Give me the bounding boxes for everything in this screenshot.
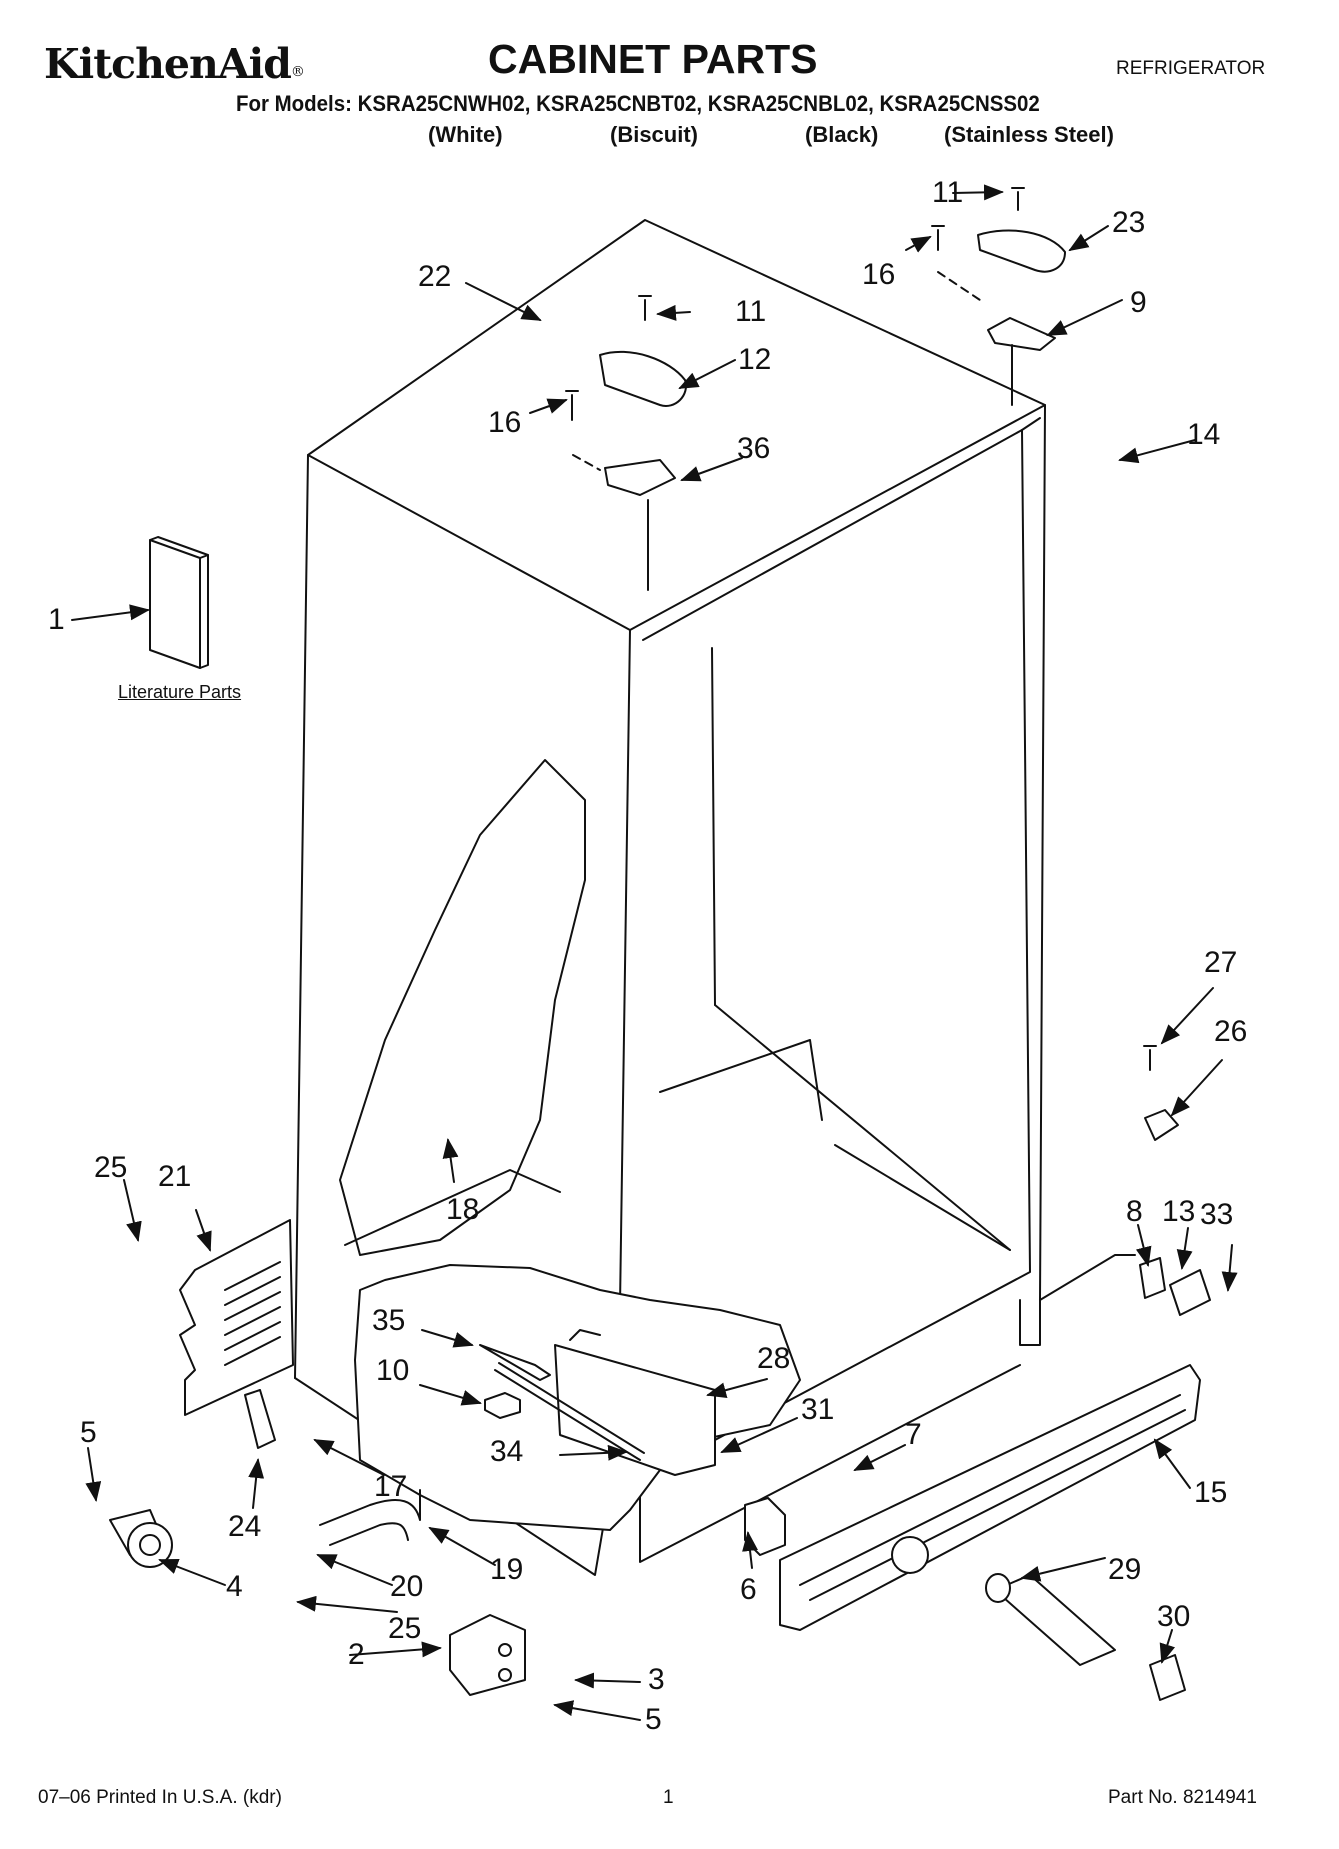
callout-1: 1 [48, 603, 65, 636]
part-number: Part No. 8214941 [1108, 1787, 1257, 1808]
callout-7: 7 [905, 1418, 922, 1451]
literature-parts [149, 536, 209, 669]
callout-14: 14 [1187, 418, 1221, 451]
callout-20: 20 [390, 1570, 424, 1603]
callout-8: 8 [1126, 1195, 1143, 1228]
callout-19: 19 [490, 1553, 524, 1586]
variant-black: (Black) [805, 122, 879, 147]
callout-35: 35 [372, 1304, 406, 1337]
models-line: For Models: KSRA25CNWH02, KSRA25CNBT02, … [236, 91, 1040, 116]
callout-29: 29 [1108, 1553, 1142, 1586]
callout-16b: 16 [488, 406, 522, 439]
machine-grille-21 [179, 1219, 294, 1416]
bracket-24 [244, 1389, 276, 1449]
callout-11a: 11 [932, 176, 964, 209]
screw-icons [565, 187, 1157, 1071]
callout-6: 6 [740, 1573, 757, 1606]
print-info: 07–06 Printed In U.S.A. (kdr) [38, 1787, 282, 1808]
clip-10 [484, 1392, 521, 1419]
page-title: CABINET PARTS [488, 36, 818, 82]
callout-3: 3 [648, 1663, 665, 1696]
callout-25a: 25 [94, 1151, 128, 1184]
callout-21: 21 [158, 1160, 192, 1193]
callout-28: 28 [757, 1342, 791, 1375]
callout-11b: 11 [735, 295, 767, 328]
callout-9: 9 [1130, 286, 1147, 319]
filter-cap-30 [1149, 1654, 1186, 1701]
callout-5b: 5 [645, 1703, 662, 1736]
callout-22: 22 [418, 260, 452, 293]
cutaway-upper [339, 759, 586, 1256]
callout-5a: 5 [80, 1416, 97, 1449]
callout-12: 12 [738, 343, 772, 376]
variant-stainless-steel: (Stainless Steel) [944, 122, 1114, 147]
callout-2: 2 [348, 1638, 365, 1671]
brand-logo: KitchenAid® [44, 40, 305, 88]
callout-13: 13 [1162, 1195, 1196, 1228]
callout-31: 31 [801, 1393, 835, 1426]
tube-35 [479, 1344, 551, 1381]
callout-16a: 16 [862, 258, 896, 291]
callout-18: 18 [446, 1193, 480, 1226]
page-number: 1 [663, 1787, 674, 1808]
top-hinge-right [937, 229, 1066, 406]
callout-26: 26 [1214, 1015, 1248, 1048]
appliance-category: REFRIGERATOR [1116, 58, 1266, 79]
callout-30: 30 [1157, 1600, 1191, 1633]
hinge-bottom-2 [449, 1614, 526, 1696]
top-hinge-left [572, 350, 687, 591]
callout-23: 23 [1112, 206, 1146, 239]
callout-10: 10 [376, 1354, 410, 1387]
water-filter-29 [985, 1573, 1116, 1666]
callout-4: 4 [226, 1570, 243, 1603]
callout-24: 24 [228, 1510, 262, 1543]
cabinet-body [294, 219, 1136, 1576]
callout-34: 34 [490, 1435, 524, 1468]
callout-27: 27 [1204, 946, 1238, 979]
drain-tube-19 [319, 1489, 421, 1546]
callout-17: 17 [374, 1470, 408, 1503]
callout-33: 33 [1200, 1198, 1234, 1231]
roller-assembly-4 [109, 1509, 173, 1568]
leader-lines [71, 184, 1238, 1721]
literature-parts-label: Literature Parts [118, 682, 242, 702]
clip-6 [744, 1497, 786, 1556]
callout-25b: 25 [388, 1612, 422, 1645]
filter-housing-28 [554, 1329, 716, 1476]
callout-36: 36 [737, 432, 771, 465]
variant-white: (White) [428, 122, 503, 147]
leveler-bracket [1139, 1109, 1211, 1316]
callout-15: 15 [1194, 1476, 1228, 1509]
variant-biscuit: (Biscuit) [610, 122, 698, 147]
base-grille-15 [779, 1364, 1201, 1631]
